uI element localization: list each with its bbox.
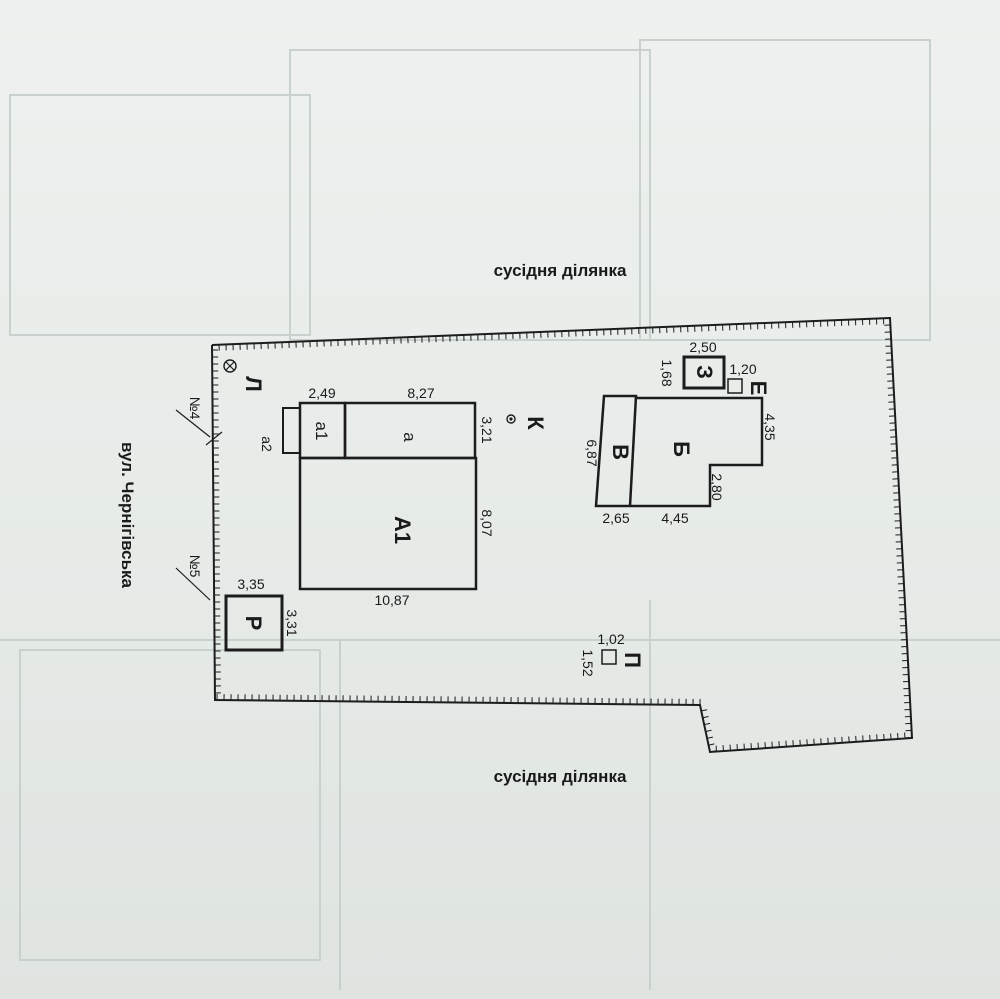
building-b-v	[594, 394, 764, 508]
background-ghost-lines	[0, 39, 1000, 990]
building-a2	[282, 407, 301, 454]
dim-p-width: 1,02	[597, 631, 624, 647]
dim-a-width: 8,27	[407, 385, 434, 401]
dim-z-height: 1,68	[659, 359, 675, 386]
well-marker-k	[506, 414, 516, 424]
label-a2: а2	[259, 436, 275, 452]
dim-a1-bottom: 10,87	[374, 592, 409, 608]
label-a1: А1	[390, 516, 415, 544]
building-p	[601, 649, 617, 665]
street-label: вул. Чернігівська	[118, 442, 137, 589]
house-number-callouts	[175, 409, 223, 601]
label-l: Л	[241, 376, 266, 391]
house-number-4: №4	[187, 397, 203, 420]
label-k: К	[523, 416, 548, 430]
building-z	[682, 355, 726, 390]
label-z: З	[692, 365, 717, 379]
plot-boundary	[211, 316, 914, 754]
dim-e-width: 1,20	[729, 361, 756, 377]
dim-r-width: 3,35	[237, 576, 264, 592]
dim-b-notch: 2,80	[709, 473, 725, 500]
dim-z-width: 2,50	[689, 339, 716, 355]
house-number-5: №5	[187, 555, 203, 578]
dim-r-height: 3,31	[284, 609, 300, 636]
dim-a1-height: 8,07	[479, 509, 495, 536]
label-a: а	[400, 432, 419, 442]
well-marker-l	[223, 359, 237, 373]
building-a1	[298, 456, 478, 591]
dim-v-height: 6,87	[584, 439, 600, 466]
building-a	[343, 401, 477, 460]
neighbor-top-label: сусідня ділянка	[494, 261, 627, 280]
label-r: Р	[241, 616, 266, 631]
label-a1-small: а1	[312, 422, 331, 441]
label-e: Е	[746, 381, 771, 396]
dim-a-height: 3,21	[479, 416, 495, 443]
label-b: Б	[669, 441, 694, 457]
label-v: В	[608, 444, 633, 460]
dim-v-bottom: 2,65	[602, 510, 629, 526]
label-p: П	[620, 652, 645, 668]
building-e	[727, 378, 743, 394]
dim-p-height: 1,52	[580, 649, 596, 676]
building-r	[224, 594, 284, 652]
dim-a1-width: 2,49	[308, 385, 335, 401]
neighbor-bottom-label: сусідня ділянка	[494, 767, 627, 786]
dim-b-bottom: 4,45	[661, 510, 688, 526]
dim-b-right: 4,35	[762, 413, 778, 440]
